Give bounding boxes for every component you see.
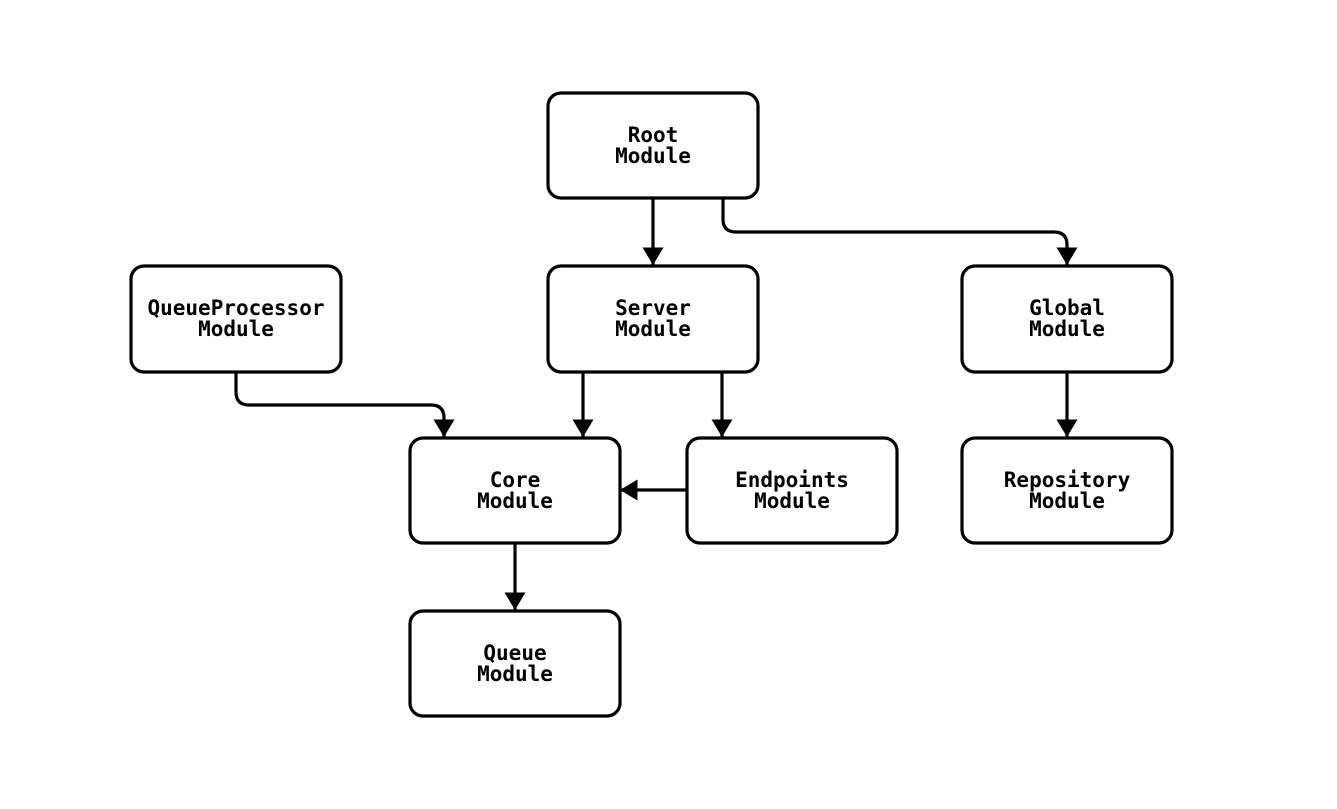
queue-module-label-line1: Queue: [483, 641, 546, 665]
queueprocessor-module-box: [129, 264, 343, 374]
global-module-label-line1: Global: [1029, 296, 1105, 320]
repository-module-label-line1: Repository: [1004, 468, 1131, 492]
server-module-label-line1: Server: [615, 296, 691, 320]
queueprocessor-module-label-line1: QueueProcessor: [147, 296, 324, 320]
edge-root-to-global: [721, 198, 1078, 265]
node-queue-module: Queue Module: [408, 609, 622, 718]
endpoints-module-label-line1: Endpoints: [735, 468, 849, 492]
repository-module-box: [960, 436, 1174, 545]
queueprocessor-module-label-line2: Module: [198, 317, 274, 341]
global-module-label-line2: Module: [1029, 317, 1105, 341]
endpoints-module-box: [685, 436, 899, 545]
server-module-label-line2: Module: [615, 317, 691, 341]
core-module-label-line1: Core: [490, 468, 541, 492]
root-module-label-line1: Root: [628, 123, 679, 147]
node-queueprocessor-module: QueueProcessor Module: [129, 264, 343, 374]
node-endpoints-module: Endpoints Module: [685, 436, 899, 545]
edge-layer: [234, 198, 1078, 610]
node-repository-module: Repository Module: [960, 436, 1174, 545]
queue-module-label-line2: Module: [477, 662, 553, 686]
node-server-module: Server Module: [546, 264, 760, 374]
node-root-module: Root Module: [546, 91, 760, 200]
root-module-box: [546, 91, 760, 200]
repository-module-label-line2: Module: [1029, 489, 1105, 513]
queue-module-box: [408, 609, 622, 718]
root-module-label-line2: Module: [615, 144, 691, 168]
global-module-box: [960, 264, 1174, 374]
endpoints-module-label-line2: Module: [754, 489, 830, 513]
edge-queueprocessor-to-core: [234, 372, 455, 437]
node-core-module: Core Module: [408, 436, 622, 545]
core-module-label-line2: Module: [477, 489, 553, 513]
node-global-module: Global Module: [960, 264, 1174, 374]
server-module-box: [546, 264, 760, 374]
core-module-box: [408, 436, 622, 545]
